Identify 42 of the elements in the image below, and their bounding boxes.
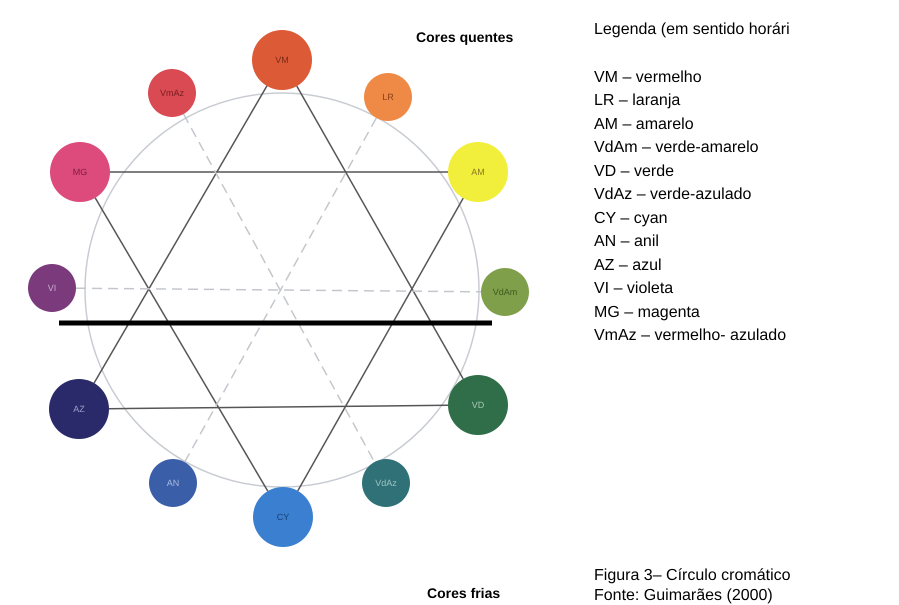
- color-circle: [362, 459, 410, 507]
- circle-label: LR: [382, 92, 394, 102]
- circle-label: VD: [472, 400, 484, 410]
- circle-label: VdAz: [375, 478, 397, 488]
- legend-entry: VdAm – verde-amarelo: [594, 140, 759, 156]
- legend-entry: VM – vermelho: [594, 70, 702, 86]
- circle-label: VmAz: [160, 88, 184, 98]
- connector-line: [93, 86, 268, 384]
- legend-entry: VI – violeta: [594, 281, 674, 297]
- legend-entry: VmAz – vermelho- azulado: [594, 328, 786, 344]
- legend-entry: AN – anil: [594, 234, 659, 250]
- figure-caption: Fonte: Guimarães (2000): [594, 588, 773, 604]
- connector-line: [109, 404, 448, 410]
- legend-entry: VD – verde: [594, 164, 674, 180]
- section-heading: Cores frias: [427, 586, 500, 600]
- legend-entry: VdAz – verde-azulado: [594, 187, 752, 203]
- circle-label: AZ: [73, 404, 85, 414]
- section-heading: Cores quentes: [416, 30, 514, 44]
- connector-line: [297, 198, 464, 492]
- legend-entry: AM – amarelo: [594, 117, 694, 133]
- circle-label: VI: [48, 284, 56, 292]
- color-circle: [364, 73, 412, 121]
- legend-entry: LR – laranja: [594, 93, 680, 109]
- color-circle: [28, 264, 76, 312]
- color-circle: [148, 69, 196, 117]
- legend-entry: CY – cyan: [594, 211, 668, 227]
- legend-entry: AZ – azul: [594, 258, 662, 274]
- figure-caption: Figura 3– Círculo cromático: [594, 568, 791, 584]
- color-circle: [149, 459, 197, 507]
- connector-line: [110, 171, 448, 173]
- circle-label: CY: [276, 512, 290, 522]
- circle-label: VdAm: [492, 288, 518, 296]
- connector-line: [94, 197, 268, 492]
- legend-entry: MG – magenta: [594, 305, 700, 321]
- circle-label: MG: [72, 168, 88, 176]
- connector-line: [76, 287, 481, 293]
- circle-label: VM: [275, 56, 289, 64]
- circle-label: AN: [166, 478, 180, 488]
- color-circle: [481, 268, 529, 316]
- circle-label: AM: [471, 168, 485, 176]
- legend-title: Legenda (em sentido horári: [594, 22, 790, 38]
- connector-line: [296, 86, 464, 380]
